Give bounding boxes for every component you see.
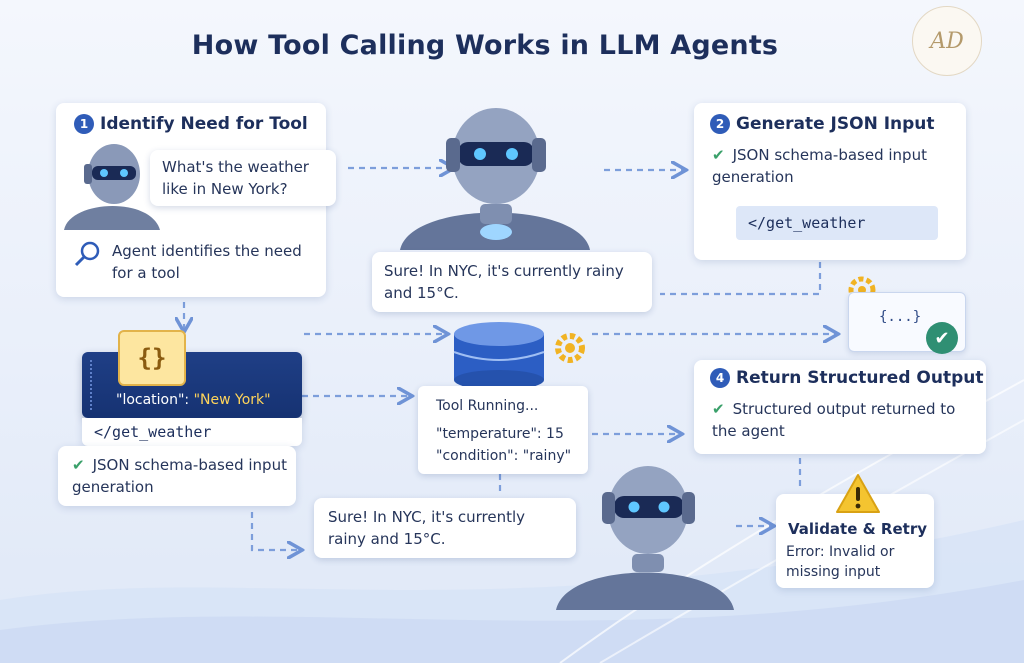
step1-description-text: Agent identifies the need for a tool (112, 242, 302, 282)
page-title: How Tool Calling Works in LLM Agents (191, 30, 779, 61)
left-code-text: </get_weather (94, 423, 212, 441)
step1-number-badge: 1 (74, 114, 94, 134)
json-file-icon: {} (118, 330, 186, 386)
step4-description: ✔Structured output returned to the agent (712, 398, 972, 442)
step4-description-text: Structured output returned to the agent (712, 400, 956, 440)
step4-heading: 4 Return Structured Output (710, 368, 984, 388)
step1-description: Agent identifies the need for a tool (112, 240, 312, 284)
step4-number-badge: 4 (710, 368, 730, 388)
step2-description: ✔JSON schema-based input generation (712, 144, 952, 188)
step4-heading-text: Return Structured Output (736, 368, 984, 388)
step2-heading: 2 Generate JSON Input (710, 114, 935, 134)
step2-number-badge: 2 (710, 114, 730, 134)
logo-monogram: AD (930, 28, 964, 54)
location-key: "location": (116, 392, 190, 408)
step2-code-text: </get_weather (748, 214, 866, 232)
warning-icon (836, 474, 880, 513)
check-icon: ✔ (712, 400, 725, 418)
step1-heading-text: Identify Need for Tool (100, 114, 308, 134)
tool-output-condition: "condition": "rainy" (436, 448, 572, 464)
step2-heading-text: Generate JSON Input (736, 114, 935, 134)
left-description: ✔JSON schema-based input generation (72, 454, 292, 498)
tool-running-panel: Tool Running... "temperature": 15 "condi… (418, 386, 588, 474)
tool-running-title: Tool Running... (436, 398, 539, 414)
agent-reply-bottom-bubble: Sure! In NYC, it's currently rainy and 1… (314, 498, 576, 558)
left-description-text: JSON schema-based input generation (72, 456, 287, 496)
user-question-text: What's the weather like in New York? (162, 158, 309, 198)
step4-card (694, 360, 986, 454)
json-doc-braces: {...} (879, 309, 922, 325)
check-icon: ✔ (712, 146, 725, 164)
step2-description-text: JSON schema-based input generation (712, 146, 927, 186)
left-code-snippet: </get_weather (82, 420, 282, 444)
left-description-card (58, 446, 296, 506)
editor-gutter (90, 360, 92, 410)
editor-location-line: "location": "New York" (116, 392, 271, 408)
location-value: "New York" (193, 392, 271, 408)
validate-description: Error: Invalid or missing input (786, 542, 926, 582)
check-icon: ✔ (72, 456, 85, 474)
step1-question-bubble: What's the weather like in New York? (150, 150, 336, 206)
success-check-icon: ✔ (926, 322, 958, 354)
step1-heading: 1 Identify Need for Tool (74, 114, 308, 134)
agent-reply-bottom-text: Sure! In NYC, it's currently rainy and 1… (328, 508, 526, 548)
tool-output-temperature: "temperature": 15 (436, 426, 564, 442)
left-code-card (82, 418, 302, 446)
step2-code-snippet: </get_weather (736, 206, 938, 240)
brand-logo: AD (912, 6, 982, 76)
validate-heading: Validate & Retry (788, 520, 927, 538)
validate-description-text: Error: Invalid or missing input (786, 544, 895, 580)
agent-reply-top-bubble: Sure! In NYC, it's currently rainy and 1… (372, 252, 652, 312)
agent-reply-top-text: Sure! In NYC, it's currently rainy and 1… (384, 262, 624, 302)
code-editor: "location": "New York" (82, 352, 302, 418)
file-icon-braces: {} (137, 344, 167, 372)
